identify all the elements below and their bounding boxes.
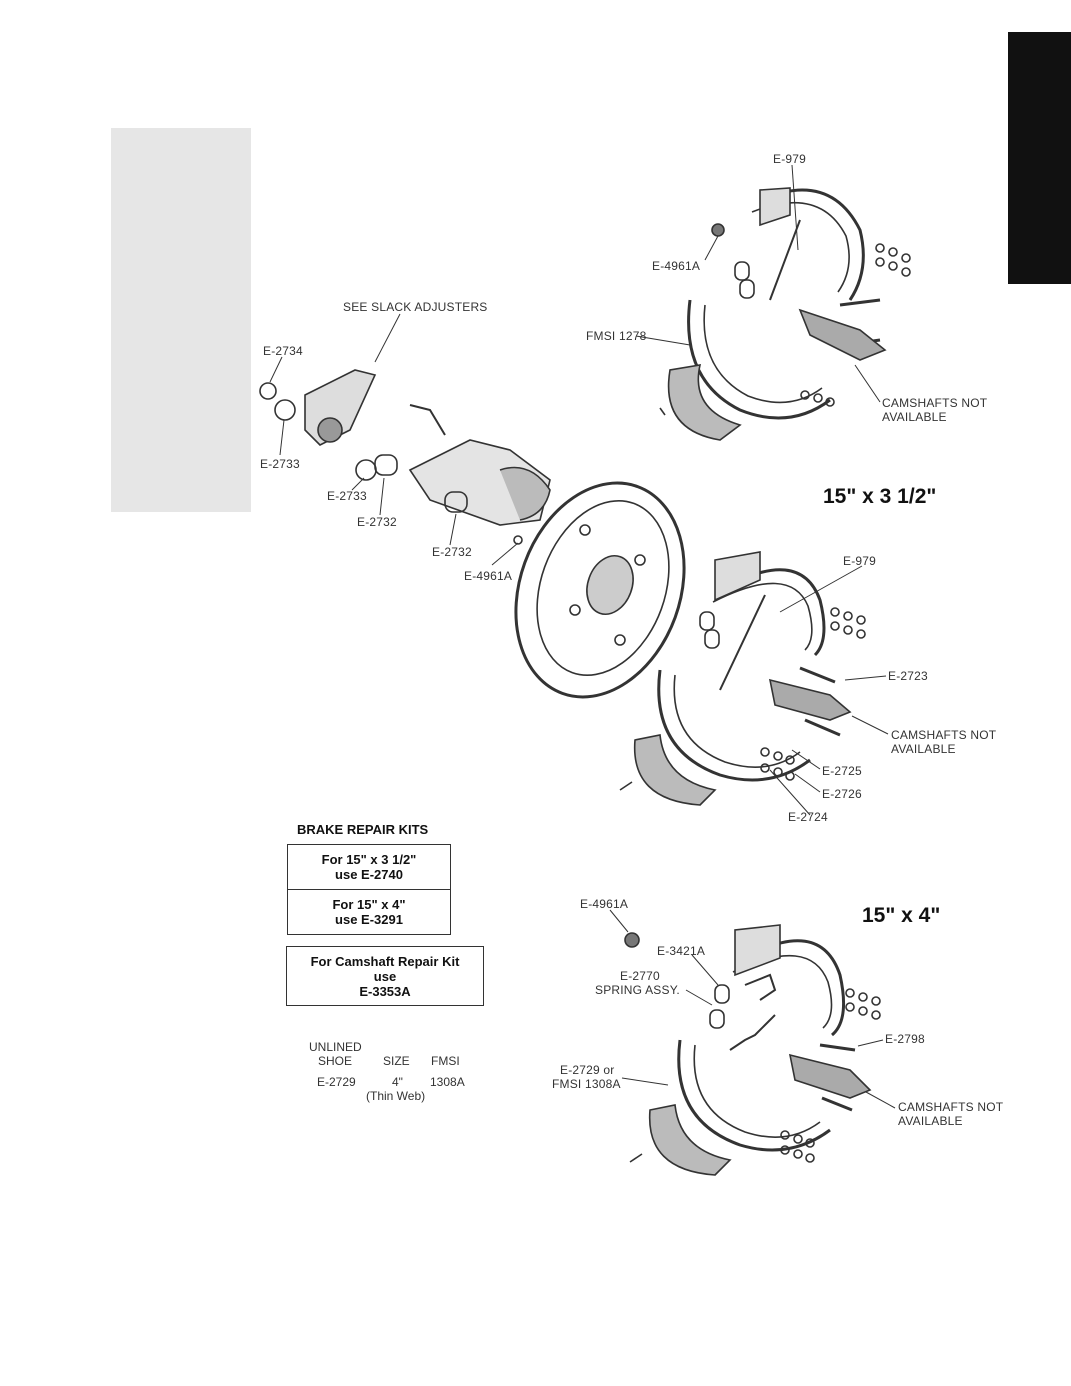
- kit2-line1: For 15" x 4": [332, 897, 406, 912]
- label-e2732-b: E-2732: [432, 545, 472, 559]
- label-camshafts-na-3a: CAMSHAFTS NOT: [898, 1100, 1004, 1114]
- label-see-slack-adjusters: SEE SLACK ADJUSTERS: [343, 300, 488, 314]
- label-camshafts-na-1a: CAMSHAFTS NOT: [882, 396, 988, 410]
- kit1-line1: For 15" x 3 1/2": [321, 852, 417, 867]
- brake-drum: [514, 481, 686, 699]
- label-e2798: E-2798: [885, 1032, 925, 1046]
- leader-lines: [269, 164, 896, 1109]
- section-tab: [1008, 32, 1071, 284]
- kit-row-15x4: For 15" x 4" use E-3291: [288, 889, 450, 934]
- label-e2724: E-2724: [788, 810, 828, 824]
- label-e2723: E-2723: [888, 669, 928, 683]
- upper-brake-shoe-assembly: [659, 187, 911, 441]
- shoe-header-size: SIZE: [383, 1054, 410, 1068]
- cam-kit-line1: For Camshaft Repair Kit: [310, 953, 460, 969]
- label-e3421a: E-3421A: [657, 944, 706, 958]
- shoe-header-unlined: UNLINED: [309, 1040, 362, 1054]
- shoe-value-note: (Thin Web): [366, 1089, 426, 1103]
- label-e4961a-top: E-4961A: [652, 259, 701, 273]
- lower-brake-shoe-assembly: [624, 924, 881, 1176]
- kit1-line2: use E-2740: [335, 867, 403, 882]
- label-camshafts-na-3b: AVAILABLE: [898, 1114, 963, 1128]
- kit-table: For 15" x 3 1/2" use E-2740 For 15" x 4"…: [287, 844, 451, 935]
- label-e2734: E-2734: [263, 344, 303, 358]
- shoe-value-size: 4": [392, 1075, 403, 1089]
- label-e2729-or: E-2729 or: [560, 1063, 615, 1077]
- label-fmsi-1308a: FMSI 1308A: [552, 1077, 621, 1091]
- camshaft-kit-box: For Camshaft Repair Kit use E-3353A: [286, 946, 484, 1006]
- shoe-header-fmsi: FMSI: [431, 1054, 460, 1068]
- label-camshafts-na-1b: AVAILABLE: [882, 410, 947, 424]
- label-e2726: E-2726: [822, 787, 862, 801]
- label-camshafts-na-2a: CAMSHAFTS NOT: [891, 728, 997, 742]
- kit-row-15x3-5: For 15" x 3 1/2" use E-2740: [288, 845, 450, 889]
- label-e2732-a: E-2732: [357, 515, 397, 529]
- label-camshafts-na-2b: AVAILABLE: [891, 742, 956, 756]
- label-spring-assy: SPRING ASSY.: [595, 983, 680, 997]
- label-e2725: E-2725: [822, 764, 862, 778]
- shoe-value-fmsi: 1308A: [430, 1075, 465, 1089]
- label-e2770: E-2770: [620, 969, 660, 983]
- label-e979-mid: E-979: [843, 554, 877, 568]
- label-e4961a-mid: E-4961A: [464, 569, 513, 583]
- shoe-header-shoe: SHOE: [318, 1054, 353, 1068]
- shoe-value-part: E-2729: [317, 1075, 356, 1089]
- label-e2733-a: E-2733: [260, 457, 300, 471]
- label-e2733-b: E-2733: [327, 489, 367, 503]
- hub-and-spider-parts: [259, 369, 551, 545]
- kit2-line2: use E-3291: [335, 912, 403, 927]
- label-e4961a-bottom: E-4961A: [580, 897, 629, 911]
- sidebar-panel: [111, 128, 251, 512]
- label-fmsi-1278: FMSI 1278: [586, 329, 647, 343]
- size-title-15x4: 15" x 4": [862, 904, 941, 927]
- middle-brake-shoe-assembly: [619, 551, 866, 806]
- brake-repair-kits-title: BRAKE REPAIR KITS: [297, 822, 429, 837]
- cam-kit-line2: use: [373, 968, 397, 984]
- label-e979-top: E-979: [773, 152, 807, 166]
- cam-kit-line3: E-3353A: [359, 983, 411, 999]
- size-title-15x3-5: 15" x 3 1/2": [823, 485, 937, 508]
